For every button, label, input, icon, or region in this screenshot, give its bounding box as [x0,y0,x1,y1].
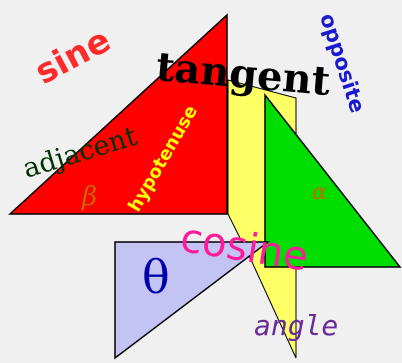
alpha-symbol: α [312,182,327,204]
beta-symbol: β [82,184,97,210]
angle-label: angle [254,312,338,340]
theta-symbol: θ [142,254,170,300]
